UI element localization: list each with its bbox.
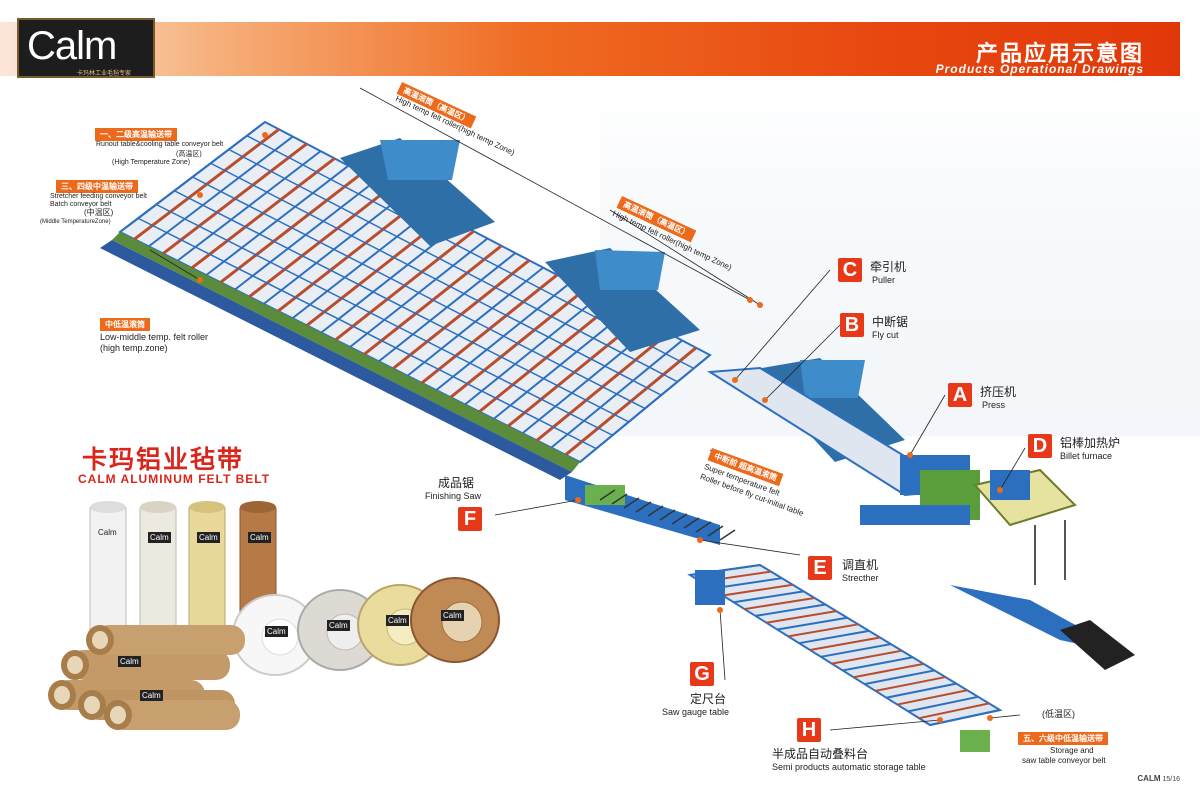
footer-brand: CALM (1137, 774, 1161, 783)
cooling-table-rails (119, 121, 711, 463)
low-zone-cn: (低温区) (1042, 709, 1075, 719)
leader-dots (197, 132, 1003, 723)
table-floor-rail (100, 240, 572, 480)
roll-brand-3: Calm (386, 615, 409, 626)
tube-brand-4: Calm (248, 532, 271, 543)
roll-brand-1: Calm (265, 626, 288, 637)
low-roller-en2: (high temp.zone) (100, 343, 168, 353)
station-b-en: Fly cut (872, 330, 899, 340)
zone2-cn: (中温区) (84, 208, 114, 217)
station-d-en: Billet furnace (1060, 451, 1113, 461)
saw-feed-rails (599, 489, 736, 541)
station-e-en: Strecther (842, 573, 879, 583)
felt-tube-white-1 (89, 501, 127, 646)
station-f-letter: F (458, 507, 482, 531)
tube-brand-2: Calm (148, 532, 171, 543)
station-e-cn: 调直机 (842, 558, 879, 572)
finishing-saw (585, 485, 625, 505)
zone2-tag: 三、四级中温输送带 (56, 180, 138, 193)
station-c-letter: C (838, 258, 862, 282)
felt-belt-title-en: CALM ALUMINUM FELT BELT (78, 472, 271, 486)
zone1-cn: (高温区) (176, 151, 202, 158)
page-title-en: Products Operational Drawings (935, 62, 1144, 76)
station-e-letter: E (808, 556, 832, 580)
station-c-cn: 牵引机 (870, 260, 907, 274)
billet-furnace (973, 468, 1077, 585)
zone1-en: Runout table&cooling table conveyor belt (96, 141, 224, 148)
station-a-en: Press (982, 400, 1006, 410)
station-g-letter: G (690, 662, 714, 686)
footer-page: 15/16 (1162, 776, 1180, 783)
billet-magazine (1060, 620, 1135, 670)
paper-tube-stack (48, 625, 245, 730)
station-g-cn: 定尺台 (690, 692, 727, 706)
logo-subtitle: 卡玛林工业毛毡专家 (77, 71, 132, 77)
felt-tube-white-2 (139, 501, 177, 646)
station-b-letter: B (840, 313, 864, 337)
station-d-letter: D (1028, 434, 1052, 458)
station-a-cn: 挤压机 (980, 385, 1017, 399)
saw-gauge-rails (689, 564, 1001, 726)
zone1-en2: (High Temperature Zone) (112, 159, 191, 166)
hood-2 (545, 248, 700, 352)
tube-brand-1: Calm (98, 528, 117, 537)
station-g-en: Saw gauge table (662, 707, 730, 717)
table-base (112, 232, 580, 472)
gauge-cabinet (695, 570, 725, 605)
zone2-en2: Batch conveyor belt (50, 201, 112, 208)
station-h-en: Semi products automatic storage table (772, 762, 926, 772)
low-roller-tag: 中低温滚筒 (100, 318, 150, 331)
station-f-cn: 成品锯 (438, 476, 475, 490)
zone5-en2: saw table conveyor belt (1022, 756, 1106, 765)
press-machine (860, 455, 980, 525)
felt-tube-yellow (188, 501, 226, 646)
station-h-letter: H (797, 718, 821, 742)
station-c-en: Puller (872, 275, 896, 285)
station-f-en: Finishing Saw (425, 491, 482, 501)
page-footer: CALM 15/16 (1137, 774, 1180, 783)
station-d-cn: 铝棒加热炉 (1060, 436, 1121, 450)
paper-tube-brand-2: Calm (140, 690, 163, 701)
zone5-en1: Storage and (1050, 746, 1094, 755)
low-roller-en1: Low-middle temp. felt roller (100, 332, 209, 342)
header-banner (0, 22, 1180, 76)
station-h-cn: 半成品自动叠料台 (772, 747, 869, 761)
paper-tube-brand-1: Calm (118, 656, 141, 667)
page-title: 产品应用示意图 (975, 41, 1144, 66)
roll-brand-2: Calm (327, 620, 350, 631)
zone2-en3: (Middle TemperatureZone) (40, 219, 111, 225)
zone5-tag: 五、六级中低温输送带 (1018, 732, 1108, 745)
leader-lines (149, 87, 1026, 731)
calm-logo: Calm 卡玛林工业毛毡专家 (17, 18, 155, 78)
zone1-tag: 一、二级高温输送带 (95, 128, 177, 141)
tube-brand-3: Calm (197, 532, 220, 543)
background-photo (600, 76, 1200, 436)
logo-text: Calm (27, 24, 117, 68)
roll-brand-4: Calm (441, 610, 464, 621)
felt-belt-title: 卡玛铝业毡带 (82, 446, 245, 474)
storage-end (960, 730, 990, 752)
station-b-cn: 中断锯 (872, 315, 909, 329)
hood-1 (340, 138, 495, 246)
zone2-en1: Stretcher feeding conveyor belt (50, 193, 147, 200)
station-a-letter: A (948, 383, 972, 407)
